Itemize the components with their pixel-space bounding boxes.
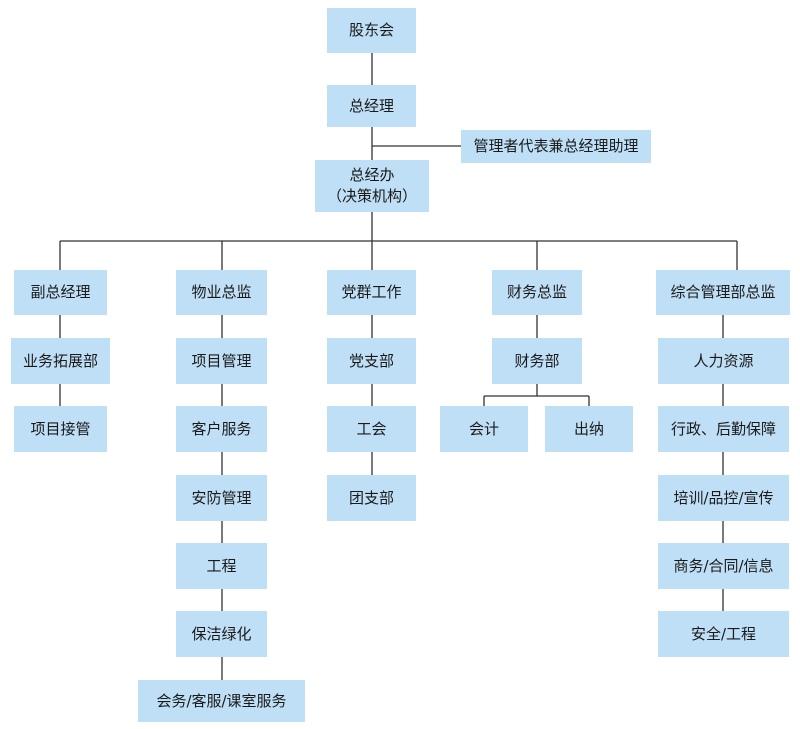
node-engineering: 工程 — [176, 543, 267, 589]
executive-office-subtitle: （决策机构） — [326, 187, 417, 205]
node-shareholders: 股东会 — [327, 8, 416, 53]
node-accounting: 会计 — [440, 406, 528, 452]
node-meeting-services: 会务/客服/课室服务 — [138, 680, 305, 722]
node-human-resources: 人力资源 — [658, 338, 789, 384]
node-safety-engineering: 安全/工程 — [658, 611, 789, 657]
node-property-director: 物业总监 — [176, 270, 267, 315]
executive-office-title: 总经办 — [349, 166, 395, 184]
node-security-management: 安防管理 — [176, 475, 267, 521]
node-business-contract-info: 商务/合同/信息 — [658, 543, 789, 589]
node-business-development: 业务拓展部 — [11, 338, 110, 384]
node-management-representative: 管理者代表兼总经理助理 — [461, 130, 651, 163]
node-general-manager: 总经理 — [327, 85, 416, 127]
node-deputy-gm: 副总经理 — [14, 270, 107, 315]
node-labor-union: 工会 — [327, 406, 416, 452]
node-customer-service: 客户服务 — [176, 406, 267, 452]
node-general-admin-director: 综合管理部总监 — [656, 270, 790, 315]
node-project-management: 项目管理 — [176, 338, 267, 384]
node-finance-department: 财务部 — [492, 338, 582, 384]
node-executive-office: 总经办 （决策机构） — [315, 160, 429, 212]
node-youth-league-branch: 团支部 — [327, 475, 416, 521]
node-admin-logistics: 行政、后勤保障 — [658, 406, 789, 452]
node-training-quality-promotion: 培训/品控/宣传 — [658, 475, 789, 521]
node-party-mass-work: 党群工作 — [327, 270, 416, 315]
node-project-takeover: 项目接管 — [14, 406, 107, 452]
node-party-branch: 党支部 — [327, 338, 416, 384]
node-cashier: 出纳 — [545, 406, 633, 452]
node-cleaning-greening: 保洁绿化 — [176, 611, 267, 657]
node-finance-director: 财务总监 — [492, 270, 582, 315]
